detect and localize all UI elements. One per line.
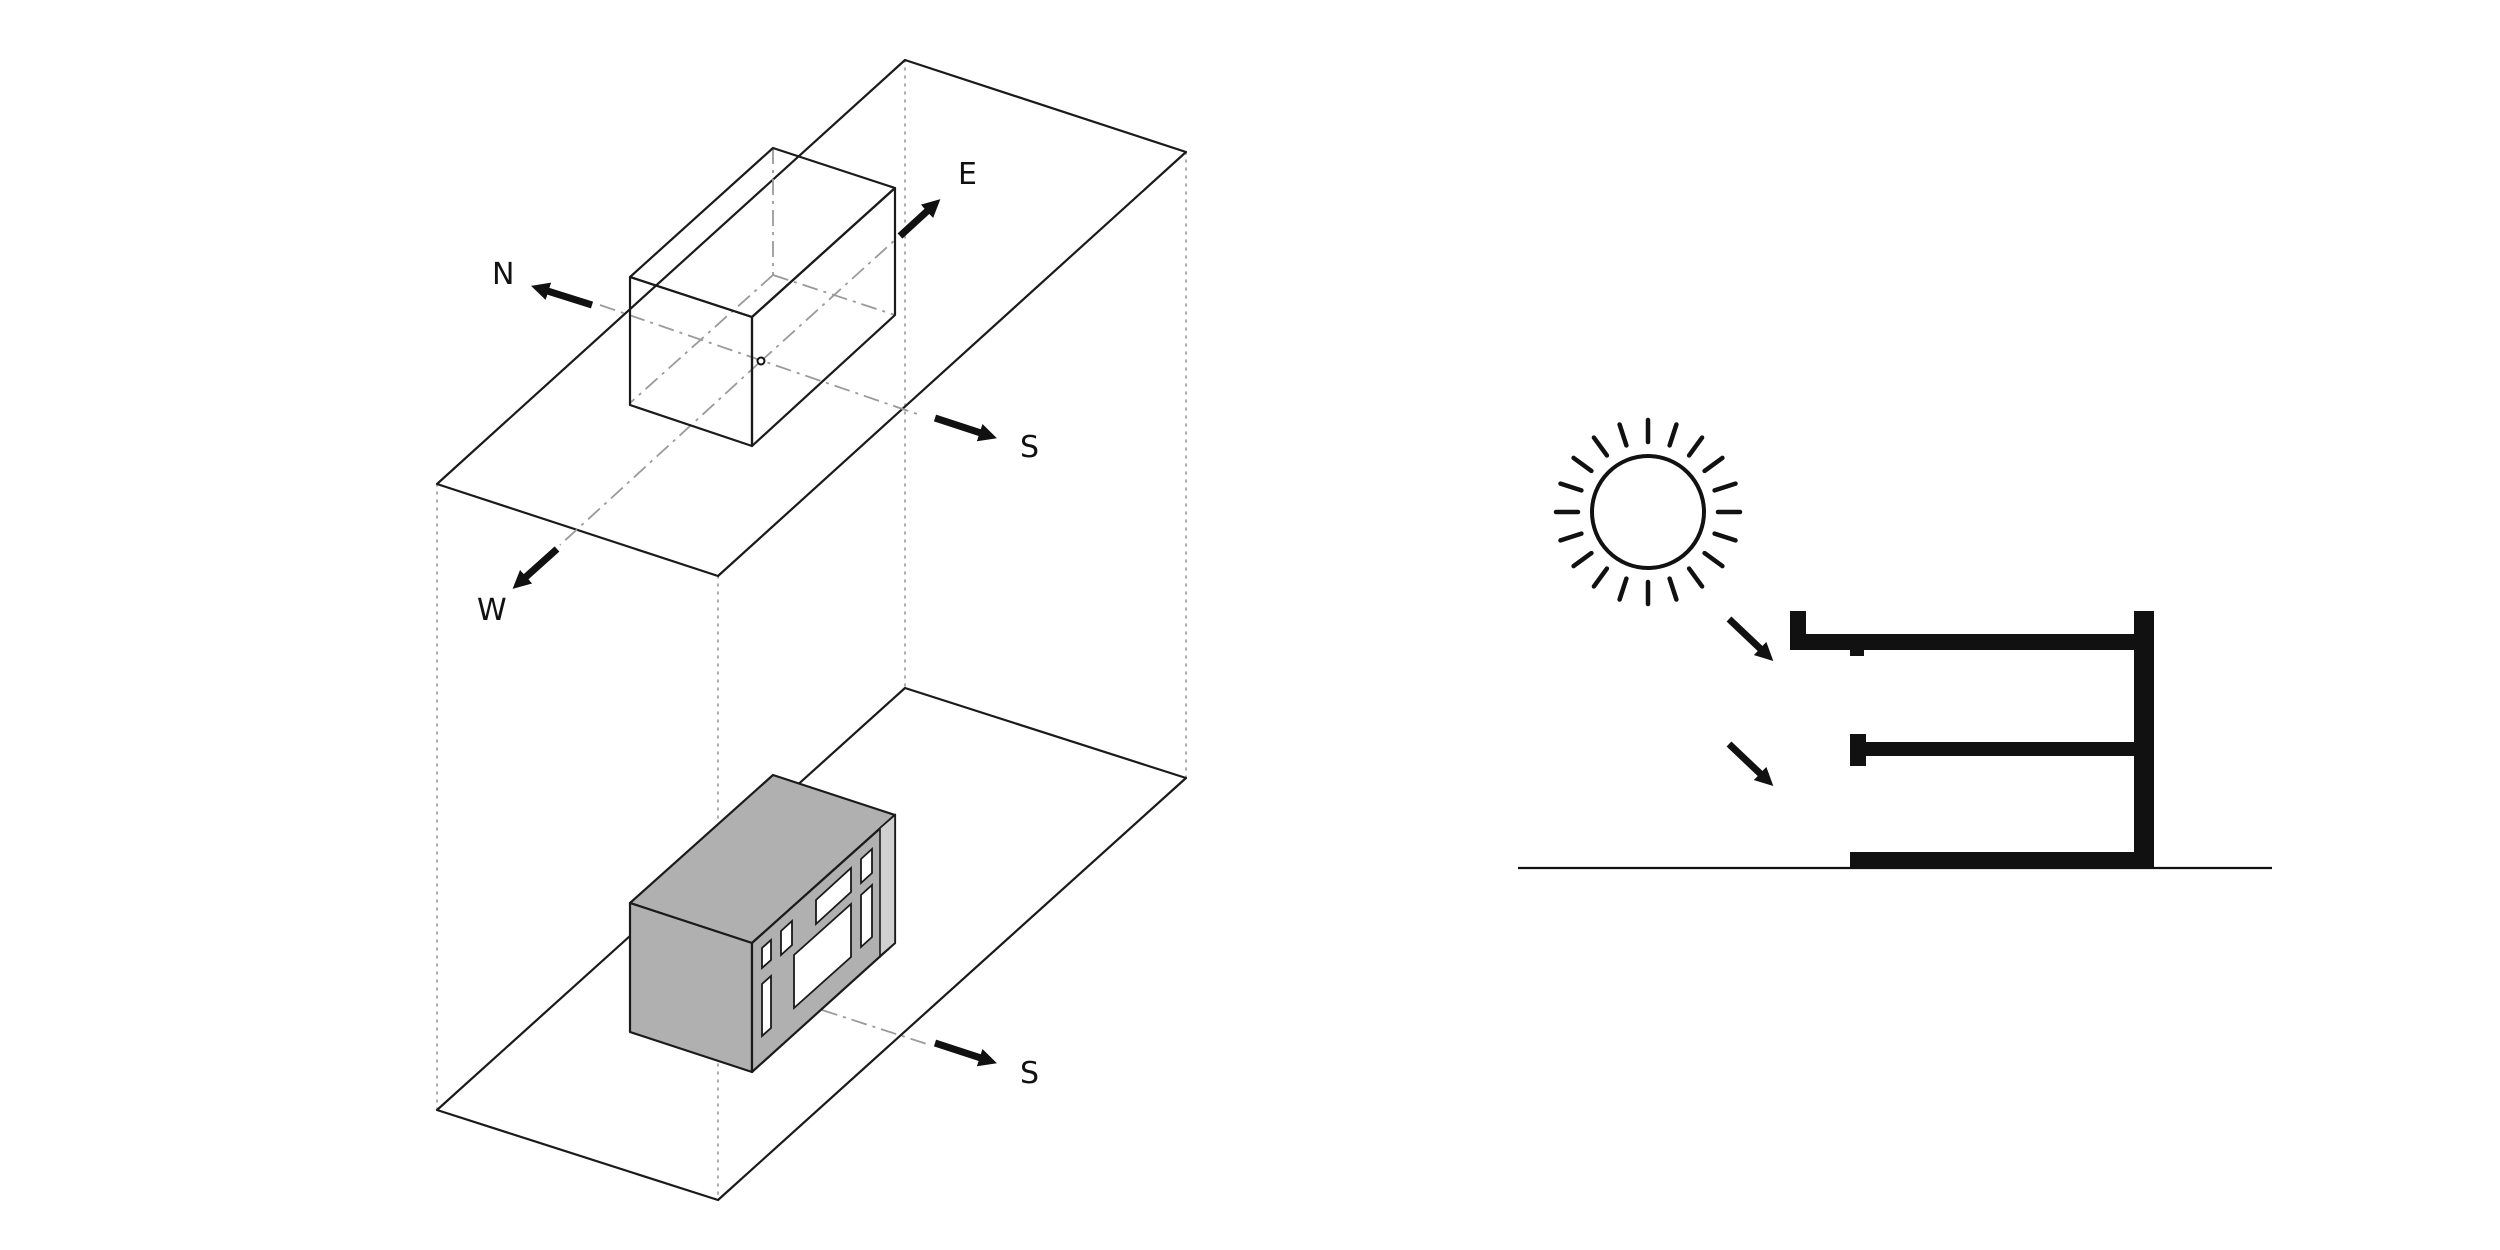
upper-site-plane [435, 58, 1188, 578]
label-south: S [1020, 430, 1039, 465]
upper-box-top-face [628, 146, 897, 319]
section-ground-slab [1850, 852, 2140, 868]
sun-ray [1558, 481, 1584, 493]
sun-ray [1686, 566, 1705, 589]
upper-orientation-axes [559, 239, 921, 546]
label-south-lower: S [1020, 1056, 1039, 1091]
sun-ray [1712, 481, 1738, 493]
window [815, 865, 852, 927]
building-section [1790, 611, 2154, 868]
window [780, 918, 793, 958]
sun-ray [1667, 576, 1679, 602]
north-arrow-icon [531, 282, 594, 309]
window [761, 937, 772, 971]
sun-ray-arrow-upper-icon [1726, 616, 1774, 662]
sun-ray [1617, 422, 1629, 448]
label-east: E [958, 157, 977, 192]
facade-return [879, 813, 896, 958]
upper-site-model: N E S W [435, 58, 1188, 628]
center-point-marker [756, 356, 766, 366]
label-north: N [492, 257, 514, 292]
sun-ray [1712, 531, 1738, 543]
window [761, 973, 772, 1039]
section-roof-parapet [1790, 611, 1806, 650]
lower-south-axis [821, 1009, 931, 1046]
upper-compass-arrows [512, 199, 997, 589]
facade-windows [761, 846, 873, 1039]
sun-ray [1591, 435, 1610, 458]
lower-site-model: S [435, 686, 1188, 1202]
sun-ray [1686, 435, 1705, 458]
sun-ray-arrow-lower-icon [1726, 741, 1774, 787]
sun-ray [1617, 576, 1629, 602]
window [860, 882, 873, 950]
section-roof-beam [1850, 646, 1864, 656]
lower-building-mass [628, 773, 897, 1074]
sun-ray [1702, 550, 1725, 569]
sun-ray [1571, 455, 1594, 474]
sun-ray [1558, 531, 1584, 543]
west-arrow-icon [512, 546, 560, 589]
upper-wireframe-box [628, 146, 897, 448]
window [860, 846, 873, 886]
label-west: W [477, 593, 507, 628]
section-rear-wall [2134, 611, 2154, 868]
sun-ray [1667, 422, 1679, 448]
projection-guides [436, 59, 1187, 1201]
sun-ray [1591, 566, 1610, 589]
upper-box-side-face [750, 186, 897, 448]
upper-box-front-face [628, 275, 754, 448]
solar-section-diagram [1518, 417, 2272, 870]
south-arrow-icon [933, 414, 997, 442]
section-floor-edge [1850, 734, 1866, 766]
window [793, 901, 852, 1011]
sun-icon [1553, 417, 1743, 607]
lower-south-arrow-icon [933, 1039, 997, 1067]
section-floor-slab [1850, 742, 2140, 756]
east-arrow-icon [897, 199, 941, 239]
sun-ray [1702, 455, 1725, 474]
sun-ray [1571, 550, 1594, 569]
section-roof-slab [1790, 634, 2140, 650]
